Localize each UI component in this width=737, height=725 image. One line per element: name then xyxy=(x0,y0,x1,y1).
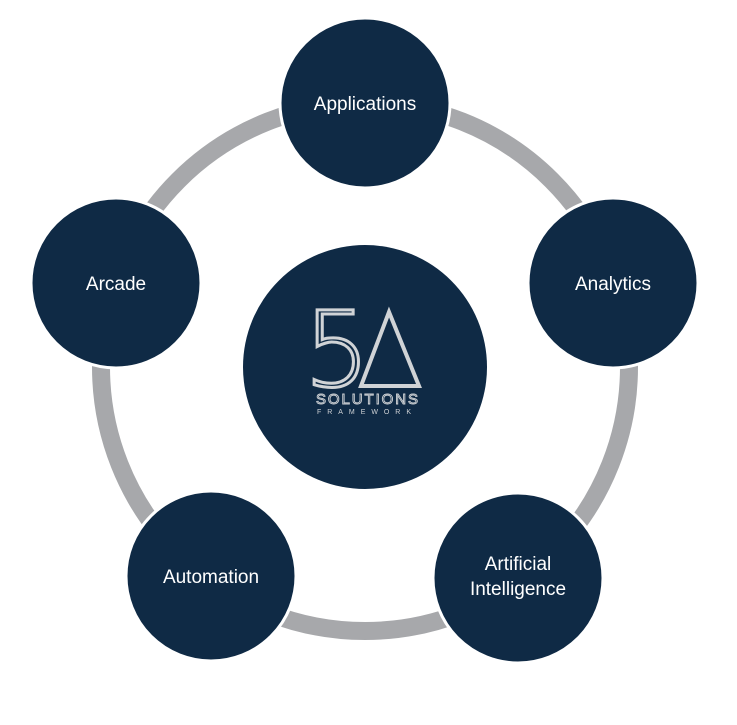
logo-subtitle: FRAMEWORK xyxy=(317,409,417,416)
node-label: Automation xyxy=(163,567,259,588)
logo: 5 SOLUTIONS FRAMEWORK xyxy=(302,288,422,416)
center-node: 5 SOLUTIONS FRAMEWORK xyxy=(243,245,487,489)
node-automation: Automation xyxy=(124,489,298,663)
node-label-line2: Intelligence xyxy=(470,579,566,600)
node-artificial-intelligence: Artificial Intelligence xyxy=(431,491,605,665)
logo-title: SOLUTIONS xyxy=(316,391,418,408)
node-applications: Applications xyxy=(278,16,452,190)
node-label: Artificial xyxy=(485,554,552,575)
node-analytics: Analytics xyxy=(526,196,700,370)
logo-triangle-icon xyxy=(358,306,422,388)
node-label: Applications xyxy=(314,94,416,115)
logo-number: 5 xyxy=(304,289,370,411)
center-circle xyxy=(243,245,487,489)
node-arcade: Arcade xyxy=(29,196,203,370)
node-label: Analytics xyxy=(575,274,651,295)
node-label: Arcade xyxy=(86,274,146,295)
